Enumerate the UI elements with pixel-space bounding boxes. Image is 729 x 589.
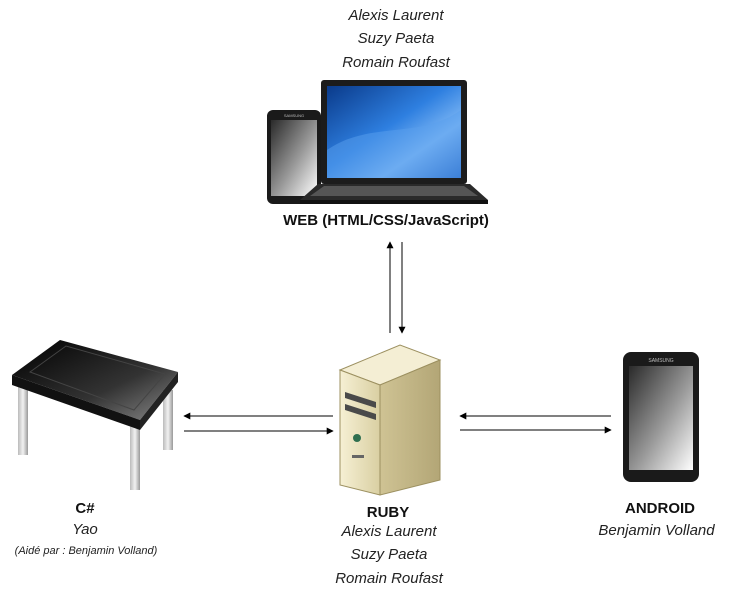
android-title: ANDROID <box>625 500 695 517</box>
web-person-2: Suzy Paeta <box>357 30 435 47</box>
ruby-title: RUBY <box>366 504 410 521</box>
ruby-person-2: Suzy Paeta <box>350 546 428 563</box>
android-phone-brand: SAMSUNG <box>648 358 673 364</box>
web-title: WEB (HTML/CSS/JavaScript) <box>283 212 489 229</box>
web-person-3: Romain Roufast <box>342 54 450 71</box>
arrows <box>183 241 612 435</box>
csharp-person: Yao <box>72 521 98 538</box>
android-person: Benjamin Volland <box>598 522 715 539</box>
web-smartphone-icon: SAMSUNG <box>267 110 321 204</box>
csharp-note: (Aidé par : Benjamin Volland) <box>14 545 158 557</box>
surface-table-icon <box>12 340 178 490</box>
android-smartphone-icon: SAMSUNG <box>623 352 699 482</box>
ruby-person-3: Romain Roufast <box>335 570 443 587</box>
web-person-1: Alexis Laurent <box>348 7 444 24</box>
web-phone-brand: SAMSUNG <box>284 113 304 118</box>
laptop-icon <box>300 80 488 204</box>
server-tower-icon <box>338 344 442 496</box>
ruby-person-1: Alexis Laurent <box>341 523 437 540</box>
csharp-title: C# <box>75 500 95 517</box>
